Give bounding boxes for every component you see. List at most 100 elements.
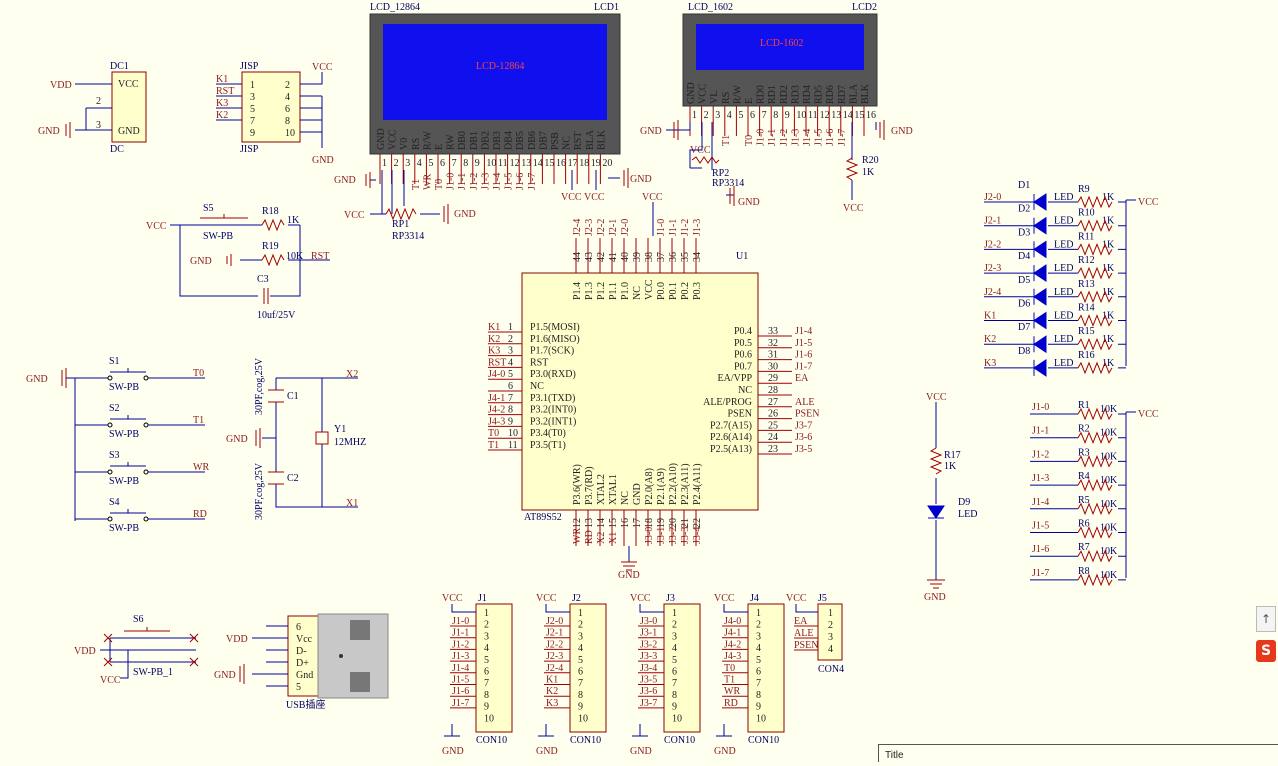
lcd-pin-label: RS: [721, 92, 732, 104]
lcd-pin-net: J1-5: [814, 129, 825, 146]
header-name: CON10: [664, 735, 695, 746]
lcd1602-name: LCD_1602: [688, 2, 733, 13]
led-res-ref: R15: [1078, 326, 1095, 337]
header-pin-number: 9: [672, 702, 677, 713]
rp1-value: RP3314: [392, 231, 424, 242]
led-bank[interactable]: VCC D1LEDJ2-0R91KD2LEDJ2-1R101KD3LEDJ2-2…: [984, 180, 1159, 377]
lcd-pin-number: 16: [866, 110, 876, 121]
u1-pin-net: J4-2: [488, 405, 505, 416]
u1-pin-net: X1: [608, 532, 619, 544]
rp2-value: RP3314: [712, 178, 744, 189]
switch-name: SW-PB: [109, 382, 139, 393]
u1-pin-net: J1-2: [680, 219, 691, 236]
header-pin-number: 4: [484, 643, 489, 654]
header-body: [569, 603, 607, 733]
led-res-value: 1K: [1102, 216, 1115, 227]
dc1-gnd-label: GND: [38, 126, 60, 137]
u1-pin-net: J1-4: [795, 326, 812, 337]
switch-wire: [75, 509, 205, 520]
u1-pin-number: 1: [508, 322, 513, 333]
u1-pin-name: P1.2: [596, 282, 607, 300]
led-net: K2: [984, 334, 996, 345]
u1-pin-number: 23: [768, 444, 778, 455]
header-vcc: VCC: [536, 593, 557, 604]
u1-pin-name: P2.7(A15): [710, 420, 752, 431]
u1-pin-net: J3-5: [795, 444, 812, 455]
header-pin-number: 7: [578, 678, 583, 689]
u1-mcu[interactable]: U1 AT89S52 P1.5(MOSI)1K1P1.6(MISO)2K2P1.…: [488, 192, 819, 581]
u1-pin-net: X2: [596, 532, 607, 544]
header-pin-number: 6: [484, 667, 489, 678]
u1-pin-name: P3.1(TXD): [530, 393, 575, 404]
header-net: J1-4: [452, 663, 469, 674]
header-net: K2: [546, 686, 558, 697]
u1-pin-number: 20: [668, 518, 679, 528]
u1-pin-name: P0.5: [734, 338, 752, 349]
led-ref: D3: [1018, 227, 1030, 238]
lcd-pin-number: 10: [486, 158, 496, 169]
dc1-connector[interactable]: DC1 DC VCC GND 2 3 VDD GND: [38, 61, 147, 155]
jisp-pin-left: 7: [250, 116, 255, 127]
header-pin-number: 3: [484, 631, 489, 642]
lcd-pin-number: 10: [796, 110, 806, 121]
rp1-ref: RP1: [392, 219, 409, 230]
lcd-pin-label: RS: [411, 138, 422, 150]
lcd-pin-net: J1-3: [480, 173, 491, 190]
header-pin-number: 4: [756, 643, 761, 654]
u1-pin-number: 13: [584, 518, 595, 528]
led-symbol: [1033, 216, 1047, 235]
header-bank[interactable]: J1CON10VCCGND12345678910J1-0J1-1J1-2J1-3…: [442, 593, 785, 757]
u1-pin-number: 39: [632, 252, 643, 262]
u1-pin-net: J3-0: [644, 527, 655, 544]
lcd-pin-label: GND: [686, 82, 697, 104]
lcd-pin-number: 2: [704, 110, 709, 121]
s6-vcc-label: VCC: [100, 675, 121, 686]
lcd-pin-label: RD5: [814, 85, 825, 104]
header-net: J2-0: [546, 616, 563, 627]
j5-net: PSEN: [794, 640, 818, 651]
u1-pin-name: P0.2: [680, 282, 691, 300]
lcd1602-module[interactable]: LCD_1602 LCD2 LCD-1602 GND1VCC2VL3RS4T1R…: [682, 2, 878, 146]
pot-rp1[interactable]: RP1 RP3314 VCC GND GND: [334, 170, 476, 242]
lcd-pin-label: DB2: [480, 131, 491, 150]
u1-pin-name: P2.4(A11): [692, 463, 703, 505]
led-net: J2-1: [984, 216, 1001, 227]
u1-pin-number: 5: [508, 369, 513, 380]
crystal-circuit[interactable]: C1 C2 Y1 12MHZ X2 X1 GND 30PF,cog,25V 30…: [226, 357, 366, 520]
u1-pin-number: 22: [692, 518, 703, 528]
u1-name: AT89S52: [524, 512, 562, 523]
jisp-name: JISP: [240, 144, 259, 155]
u1-pin-number: 21: [680, 518, 691, 528]
pullup-net: J1-2: [1032, 449, 1049, 460]
brand-logo: S: [1256, 640, 1276, 662]
lcd-pin-label: DB1: [469, 131, 480, 150]
switch-s6[interactable]: S6 SW-PB_1 VDD VCC: [74, 614, 199, 686]
switch-ref: S3: [109, 450, 120, 461]
lcd-pin-number: 14: [533, 158, 543, 169]
u1-pin-number: 9: [508, 416, 513, 427]
lcd1602-power[interactable]: GND GND VCC RP2 RP3314 GND R20 1K VCC: [640, 120, 913, 214]
zoom-up-button[interactable]: ↑: [1256, 606, 1276, 632]
u1-pin-net: J1-5: [795, 338, 812, 349]
power-led[interactable]: VCC R17 1K D9 LED GND: [924, 392, 977, 603]
led-res-value: 1K: [1102, 311, 1115, 322]
jisp-vcc-label: VCC: [312, 62, 333, 73]
lcd12864-power: VCC VCC GND: [561, 168, 652, 203]
header-ref: J3: [666, 593, 675, 604]
u1-pin-number: 17: [632, 518, 643, 528]
u1-pin-net: J1-0: [656, 219, 667, 236]
lcd12864-module[interactable]: LCD_12864 LCD1 LCD-12864 GND1VCC2V03RS4T…: [369, 2, 621, 190]
reset-circuit[interactable]: S5 SW-PB R18 1K R19 10K RST C3 10uf/25V …: [146, 203, 330, 321]
pullup-resistor: [1077, 526, 1113, 539]
usb-pin-label: D+: [296, 658, 309, 669]
lcd-pin-net: J1-3: [790, 129, 801, 146]
led-resistor: [1077, 243, 1113, 256]
header-pin-number: 2: [484, 620, 489, 631]
reset-switch-ref: S5: [203, 203, 214, 214]
